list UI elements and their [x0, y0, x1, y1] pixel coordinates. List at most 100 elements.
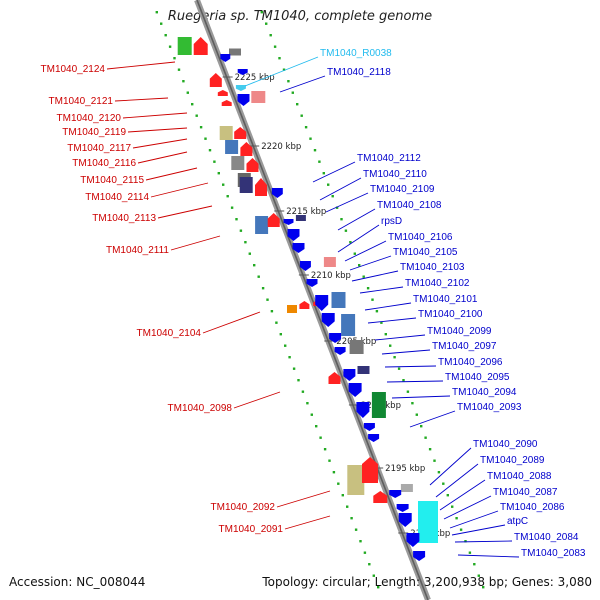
- left-gene-label[interactable]: TM1040_2120: [57, 113, 122, 124]
- gene-feature[interactable]: [343, 369, 356, 381]
- right-gene-label[interactable]: TM1040_2118: [327, 67, 391, 78]
- gene-feature[interactable]: [283, 219, 294, 225]
- left-gene-label[interactable]: TM1040_2121: [49, 96, 114, 107]
- gene-feature[interactable]: [299, 301, 310, 309]
- gene-feature[interactable]: [287, 305, 297, 313]
- gene-feature[interactable]: [251, 91, 266, 103]
- right-label-leader: [435, 463, 479, 498]
- right-gene-label[interactable]: TM1040_R0038: [320, 48, 392, 59]
- left-gene-label[interactable]: TM1040_2116: [72, 158, 136, 169]
- right-gene-label[interactable]: TM1040_2110: [363, 169, 427, 180]
- gene-feature[interactable]: [240, 142, 253, 156]
- left-gene-label[interactable]: TM1040_2111: [106, 245, 169, 256]
- gene-feature[interactable]: [295, 215, 306, 221]
- gene-feature[interactable]: [341, 314, 356, 336]
- gene-feature[interactable]: [271, 188, 283, 198]
- gene-feature[interactable]: [231, 156, 245, 170]
- gene-feature[interactable]: [323, 257, 336, 267]
- gene-feature[interactable]: [363, 423, 375, 431]
- left-gene-label[interactable]: TM1040_2114: [85, 192, 149, 203]
- right-gene-label[interactable]: TM1040_2086: [500, 502, 565, 513]
- left-gene-label[interactable]: TM1040_2117: [67, 143, 131, 154]
- right-gene-label[interactable]: TM1040_2083: [521, 548, 586, 559]
- gene-feature[interactable]: [368, 434, 380, 442]
- gene-feature[interactable]: [400, 484, 413, 492]
- right-gene-label[interactable]: TM1040_2094: [452, 387, 517, 398]
- right-gene-label[interactable]: TM1040_2088: [487, 471, 552, 482]
- gene-feature[interactable]: [306, 279, 318, 287]
- gene-feature[interactable]: [287, 229, 300, 241]
- left-gene-label[interactable]: TM1040_2092: [211, 502, 276, 513]
- gene-feature[interactable]: [229, 48, 241, 56]
- right-gene-label[interactable]: TM1040_2105: [393, 247, 458, 258]
- right-gene-label[interactable]: TM1040_2099: [427, 326, 492, 337]
- gene-feature[interactable]: [413, 551, 426, 561]
- gene-feature[interactable]: [396, 504, 409, 512]
- left-gene-label[interactable]: TM1040_2124: [41, 64, 106, 75]
- gene-feature[interactable]: [373, 491, 388, 503]
- gene-feature[interactable]: [299, 261, 311, 271]
- right-gene-label[interactable]: TM1040_2109: [370, 184, 435, 195]
- gene-feature[interactable]: [219, 126, 233, 140]
- left-gene-label[interactable]: TM1040_2119: [62, 127, 126, 138]
- gene-feature[interactable]: [357, 366, 370, 374]
- gene-feature[interactable]: [331, 292, 346, 308]
- gene-feature[interactable]: [371, 392, 386, 418]
- gene-feature[interactable]: [225, 140, 239, 154]
- gene-feature[interactable]: [321, 313, 335, 327]
- gene-feature[interactable]: [348, 383, 362, 397]
- gene-feature[interactable]: [406, 533, 420, 547]
- gene-feature[interactable]: [356, 402, 370, 418]
- gene-feature[interactable]: [217, 90, 228, 96]
- left-gene-label[interactable]: TM1040_2098: [168, 403, 233, 414]
- gene-feature[interactable]: [239, 177, 253, 193]
- gene-feature[interactable]: [234, 127, 247, 139]
- gene-feature[interactable]: [220, 54, 231, 62]
- gene-feature[interactable]: [209, 73, 222, 87]
- gene-feature[interactable]: [255, 216, 269, 234]
- right-gene-label[interactable]: TM1040_2102: [405, 278, 470, 289]
- left-gene-label[interactable]: TM1040_2091: [219, 524, 284, 535]
- gene-feature[interactable]: [237, 69, 248, 75]
- right-gene-label[interactable]: TM1040_2100: [418, 309, 483, 320]
- right-guide-dot: [415, 413, 418, 416]
- gene-feature[interactable]: [389, 490, 402, 498]
- left-gene-label[interactable]: TM1040_2113: [92, 213, 156, 224]
- right-gene-label[interactable]: rpsD: [381, 216, 402, 227]
- left-gene-label[interactable]: TM1040_2104: [137, 328, 202, 339]
- gene-feature[interactable]: [246, 158, 259, 172]
- gene-feature[interactable]: [267, 213, 280, 227]
- gene-feature[interactable]: [315, 295, 329, 311]
- left-gene-label[interactable]: TM1040_2115: [80, 175, 144, 186]
- right-gene-label[interactable]: TM1040_2108: [377, 200, 442, 211]
- right-gene-label[interactable]: TM1040_2101: [413, 294, 478, 305]
- gene-feature[interactable]: [347, 465, 365, 495]
- left-guide-dot: [319, 436, 322, 439]
- right-gene-label[interactable]: TM1040_2106: [388, 232, 453, 243]
- right-gene-label[interactable]: TM1040_2095: [445, 372, 510, 383]
- gene-feature[interactable]: [349, 340, 364, 354]
- gene-feature[interactable]: [177, 37, 192, 55]
- right-gene-label[interactable]: TM1040_2096: [438, 357, 503, 368]
- gene-feature[interactable]: [362, 457, 378, 483]
- gene-feature[interactable]: [237, 94, 250, 106]
- right-gene-label[interactable]: TM1040_2084: [514, 532, 579, 543]
- gene-feature[interactable]: [398, 513, 412, 527]
- gene-feature[interactable]: [255, 178, 267, 196]
- right-gene-label[interactable]: atpC: [507, 516, 528, 527]
- gene-feature[interactable]: [221, 100, 232, 106]
- right-gene-label[interactable]: TM1040_2090: [473, 439, 538, 450]
- gene-feature[interactable]: [328, 372, 341, 384]
- right-gene-label[interactable]: TM1040_2089: [480, 455, 545, 466]
- gene-feature[interactable]: [292, 243, 305, 253]
- right-gene-label[interactable]: TM1040_2097: [432, 341, 497, 352]
- gene-feature[interactable]: [334, 347, 346, 355]
- right-gene-label[interactable]: TM1040_2112: [357, 153, 421, 164]
- right-gene-label[interactable]: TM1040_2093: [457, 402, 522, 413]
- gene-feature[interactable]: [418, 501, 438, 543]
- gene-feature[interactable]: [193, 37, 208, 55]
- right-gene-label[interactable]: TM1040_2087: [493, 487, 558, 498]
- gene-feature[interactable]: [235, 85, 246, 91]
- right-gene-label[interactable]: TM1040_2103: [400, 262, 465, 273]
- gene-feature[interactable]: [329, 333, 342, 343]
